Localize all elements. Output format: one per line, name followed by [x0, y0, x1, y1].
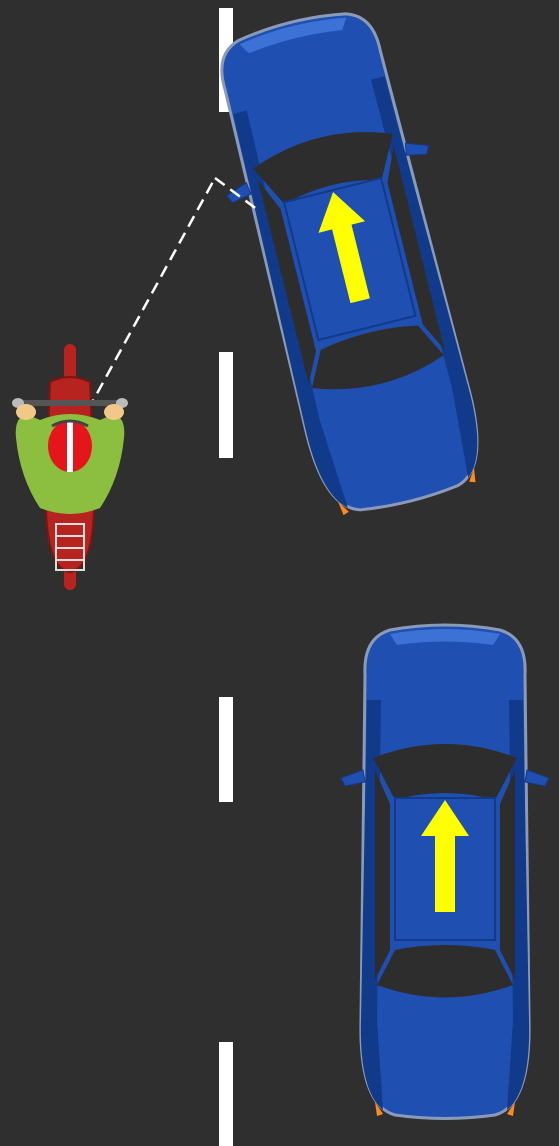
rider-hand [104, 404, 124, 420]
car-rear [341, 625, 549, 1119]
helmet-icon [48, 420, 92, 472]
lane-dash [219, 697, 233, 802]
rider-hand [16, 404, 36, 420]
motorcycle [12, 344, 128, 590]
lane-markings [219, 8, 233, 1146]
car-lane-change [190, 0, 511, 526]
lane-dash [219, 352, 233, 458]
lane-dash [219, 1042, 233, 1146]
